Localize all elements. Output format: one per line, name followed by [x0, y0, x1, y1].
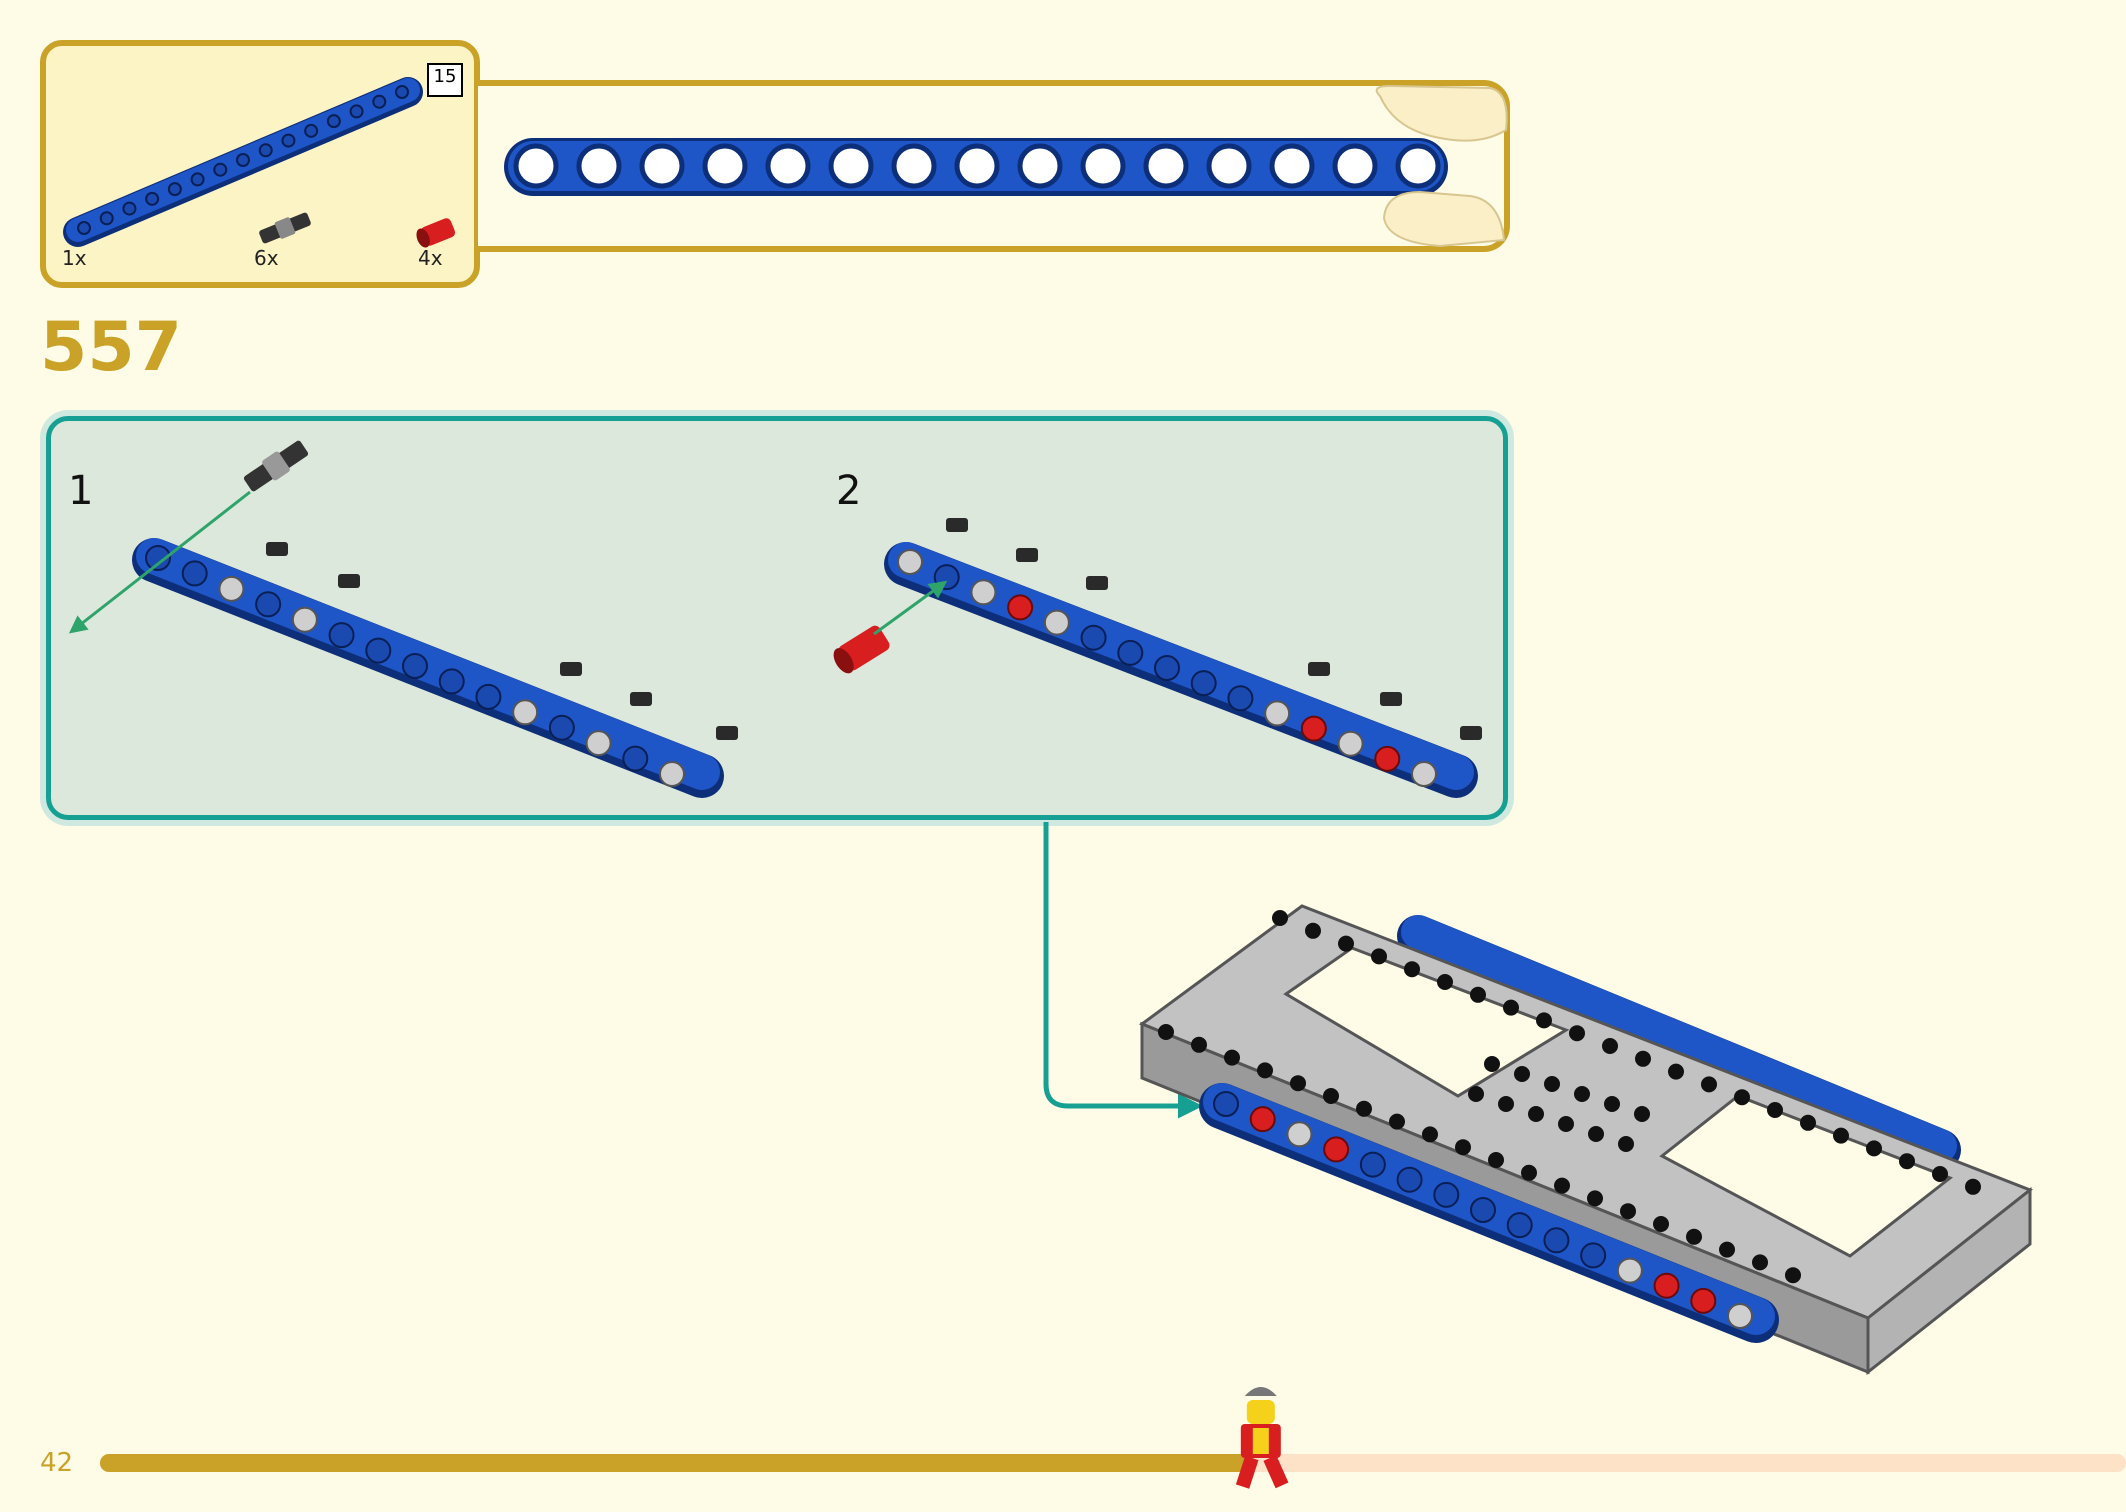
frame-stud: [1389, 1113, 1405, 1130]
frame-stud: [1528, 1106, 1544, 1122]
frame-stud: [1371, 948, 1387, 965]
frame-stud: [1338, 935, 1354, 952]
frame-stud: [1899, 1153, 1915, 1170]
frame-stud: [1323, 1088, 1339, 1104]
beam-hole: [1506, 1212, 1533, 1239]
frame-stud: [1488, 1152, 1504, 1168]
frame-stud: [1544, 1076, 1560, 1092]
minifigure-progress-marker-icon: [1235, 1387, 1289, 1489]
frame-stud: [1686, 1228, 1702, 1245]
frame-stud: [1588, 1126, 1604, 1142]
progress-bar: [100, 1454, 2126, 1472]
frame-stud: [1484, 1056, 1500, 1072]
beam-hole: [1213, 1091, 1239, 1117]
frame-stud: [1356, 1100, 1372, 1117]
frame-stud: [1719, 1241, 1735, 1258]
beam-hole: [1396, 1166, 1423, 1193]
beam-hole: [1470, 1197, 1496, 1223]
frame-stud: [1257, 1062, 1273, 1079]
frame-stud: [1785, 1267, 1801, 1284]
frame-stud: [1422, 1126, 1438, 1143]
frame-stud: [1800, 1114, 1816, 1131]
frame-stud: [1498, 1096, 1514, 1112]
frame-stud: [1701, 1076, 1717, 1093]
frame-stud: [1833, 1127, 1849, 1144]
frame-stud: [1932, 1166, 1948, 1182]
qty-red-pin: 4x: [418, 246, 443, 270]
frame-stud: [1767, 1102, 1783, 1118]
frame-stud: [1191, 1036, 1207, 1053]
frame-stud: [1604, 1096, 1620, 1112]
substep-1-label: 1: [68, 468, 94, 514]
frame-stud: [1653, 1216, 1669, 1232]
red-pin-end: [1690, 1287, 1717, 1314]
page-number: 42: [40, 1448, 74, 1478]
axle-pin-end: [1286, 1121, 1313, 1148]
frame-stud: [1587, 1190, 1603, 1207]
axle-pin-end: [1616, 1257, 1643, 1284]
substep-2-label: 2: [836, 468, 862, 514]
red-pin-end: [1653, 1272, 1680, 1299]
frame-stud: [1554, 1177, 1570, 1194]
frame-stud: [1734, 1089, 1750, 1106]
beam-hole: [1359, 1151, 1386, 1178]
beam-hole: [1543, 1227, 1570, 1254]
frame-stud: [1224, 1049, 1240, 1066]
frame-stud: [1521, 1164, 1537, 1181]
main-assembly-icon: [1138, 904, 2033, 1376]
red-pin-end: [1323, 1136, 1350, 1163]
frame-stud: [1635, 1050, 1651, 1067]
frame-stud: [1574, 1086, 1590, 1102]
frame-stud: [1503, 999, 1519, 1016]
frame-stud: [1965, 1178, 1981, 1195]
beam-length-ruler-box: [478, 80, 1510, 252]
frame-stud: [1752, 1254, 1768, 1271]
frame-stud: [1866, 1140, 1882, 1157]
frame-stud: [1514, 1066, 1530, 1082]
axle-pin-end: [1727, 1303, 1753, 1329]
red-pin-end: [1249, 1106, 1276, 1133]
frame-stud: [1272, 910, 1288, 926]
qty-axle-pin: 6x: [254, 246, 279, 270]
frame-stud: [1536, 1012, 1552, 1029]
frame-stud: [1437, 974, 1453, 990]
frame-stud: [1620, 1203, 1636, 1220]
frame-stud: [1158, 1024, 1174, 1040]
frame-stud: [1468, 1086, 1484, 1102]
frame-stud: [1290, 1075, 1306, 1092]
frame-stud: [1569, 1025, 1585, 1042]
frame-stud: [1634, 1106, 1650, 1122]
substep-panel: [46, 416, 1508, 820]
frame-stud: [1602, 1038, 1618, 1054]
frame-stud: [1668, 1063, 1684, 1080]
beam-hole: [1433, 1181, 1460, 1208]
frame-stud: [1470, 986, 1486, 1003]
callout-connector-arrow: [1043, 822, 1203, 1119]
frame-stud: [1455, 1139, 1471, 1156]
length-callout-label: 15: [433, 66, 457, 87]
frame-stud: [1558, 1116, 1574, 1132]
frame-stud: [1618, 1136, 1634, 1152]
qty-beam: 1x: [62, 246, 87, 270]
frame-stud: [1305, 922, 1321, 939]
beam-hole: [1580, 1242, 1607, 1269]
step-number: 557: [40, 308, 182, 387]
frame-stud: [1404, 961, 1420, 978]
